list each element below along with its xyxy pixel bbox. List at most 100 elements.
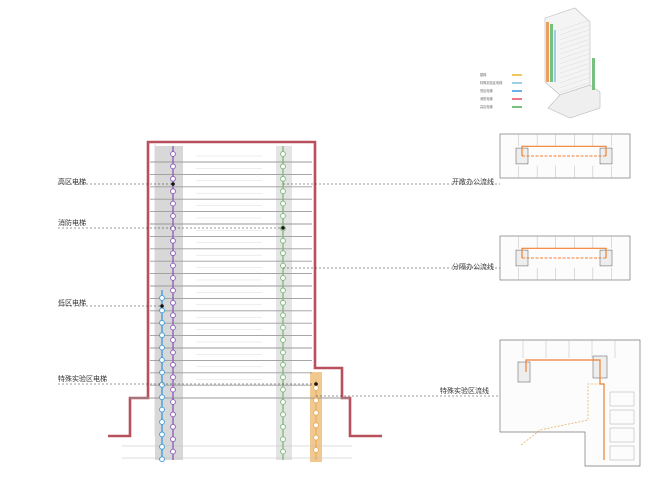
fire-elevator-stop — [280, 287, 286, 294]
fire-elevator-stop — [280, 361, 286, 368]
iso-floor-line — [559, 63, 591, 74]
legend-label: 特殊实验区电梯 — [480, 81, 503, 85]
fire-elevator-stop — [280, 200, 286, 207]
low-zone-elevator-stop — [159, 431, 165, 438]
iso-floor-line — [559, 48, 591, 59]
podium-body — [547, 84, 601, 119]
floor-plans — [499, 133, 641, 467]
plan-lab-room — [609, 409, 635, 425]
high-zone-elevator-stop — [170, 175, 176, 182]
low-zone-elevator-stop — [159, 394, 165, 401]
iso-floor-line — [559, 34, 591, 45]
legend-label: 楼梯 — [480, 73, 487, 77]
high-zone-elevator-stop — [170, 349, 176, 356]
legend-label: 高区电梯 — [480, 105, 493, 109]
legend-swatch — [512, 105, 522, 108]
high-zone-elevator-stop — [170, 312, 176, 319]
legend-item: 高区电梯 — [480, 104, 522, 109]
building-section — [108, 140, 382, 463]
plan-flow-path — [525, 359, 601, 372]
fire-elevator-stop — [280, 411, 286, 418]
iso-floor-line — [559, 24, 591, 35]
plan-lab-room — [609, 427, 635, 443]
fire-elevator-stop — [280, 423, 286, 430]
high-zone-elevator-stop — [170, 411, 176, 418]
fire-elevator-stop — [280, 374, 286, 381]
label-special-lab-elevator: 特殊实验区电梯 — [58, 375, 107, 383]
fire-elevator-stop — [280, 175, 286, 182]
high-zone-elevator-stop — [170, 200, 176, 207]
special-lab-elevator-stop — [313, 422, 319, 429]
plan-lab-flow-path — [519, 383, 600, 447]
plan-special-lab — [499, 339, 641, 467]
plan-outline — [499, 339, 641, 467]
high-zone-elevator-stop — [170, 337, 176, 343]
iso-floor-line — [559, 39, 591, 50]
iso-stair-core — [546, 22, 549, 82]
high-zone-elevator-stop — [170, 386, 176, 393]
high-zone-elevator-stop — [170, 436, 176, 443]
fire-elevator-stop — [280, 312, 286, 319]
high-zone-marker — [171, 182, 175, 186]
iso-lab-elevator-core — [554, 30, 556, 82]
legend-item: 特殊实验区电梯 — [480, 80, 522, 85]
low-zone-elevator-stop — [159, 332, 165, 339]
plan-flow-path — [521, 145, 607, 156]
high-zone-elevator-stop — [170, 374, 176, 381]
iso-podium-core — [592, 58, 595, 90]
low-zone-elevator-stop — [159, 344, 165, 351]
special-lab-elevator-stop — [313, 409, 319, 416]
high-zone-elevator-stop — [170, 423, 176, 430]
iso-elevator-core — [550, 24, 553, 82]
fire-elevator-stop — [280, 163, 286, 170]
fire-elevator-stop — [280, 262, 286, 269]
iso-floor-line — [559, 29, 591, 40]
fire-elevator-stop — [280, 250, 286, 257]
iso-floor-line — [559, 72, 591, 83]
fire-elevator-stop — [280, 275, 286, 281]
low-zone-elevator-stop — [159, 369, 165, 376]
high-zone-elevator-stop — [170, 225, 176, 232]
high-zone-elevator-stop — [170, 287, 176, 294]
special-lab-elevator-stop — [313, 397, 319, 404]
iso-floor-line — [559, 19, 591, 31]
fire-elevator-stop — [280, 299, 286, 306]
legend-swatch — [512, 89, 522, 92]
low-zone-elevator-stop — [159, 456, 165, 463]
iso-floor-line — [559, 58, 591, 69]
high-zone-elevator-stop — [170, 275, 176, 281]
iso-floor-line — [559, 67, 591, 79]
legend-label: 低区电梯 — [480, 89, 493, 93]
building-outline — [108, 140, 382, 438]
low-zone-marker — [160, 304, 164, 308]
high-zone-elevator-stop — [170, 163, 176, 170]
high-zone-elevator-stop — [170, 262, 176, 269]
low-zone-elevator-stop — [159, 381, 165, 388]
fire-elevator-stop — [280, 448, 286, 455]
special-lab-elevator-stop — [313, 385, 319, 391]
iso-floor-line — [559, 43, 591, 55]
legend-item: 楼梯 — [480, 72, 522, 77]
label-open-office-flow: 开敞办公流线 — [452, 178, 494, 186]
low-zone-elevator-stop — [159, 295, 165, 301]
elevator-core-gray — [155, 146, 183, 460]
low-zone-elevator-stop — [159, 406, 165, 413]
iso-floor-line — [559, 77, 591, 88]
fire-elevator-stop — [280, 213, 286, 219]
special-lab-elevator-stop — [313, 434, 319, 441]
label-divided-office-flow: 分隔办公流线 — [452, 263, 494, 271]
low-zone-elevator-stop — [159, 443, 165, 450]
legend-label: 消防电梯 — [480, 97, 493, 101]
label-fire-elevator: 消防电梯 — [58, 219, 86, 227]
plan-flow-path — [521, 247, 607, 258]
plan-lab-room — [609, 391, 635, 407]
iso-floor-line — [559, 53, 591, 64]
legend-swatch — [512, 97, 522, 100]
fire-elevator-stop — [280, 151, 286, 157]
fire-elevator-stop — [280, 386, 286, 393]
high-zone-elevator-stop — [170, 361, 176, 368]
iso-floor-line — [559, 82, 591, 93]
high-zone-elevator-stop — [170, 213, 176, 219]
legend-item: 低区电梯 — [480, 88, 522, 93]
